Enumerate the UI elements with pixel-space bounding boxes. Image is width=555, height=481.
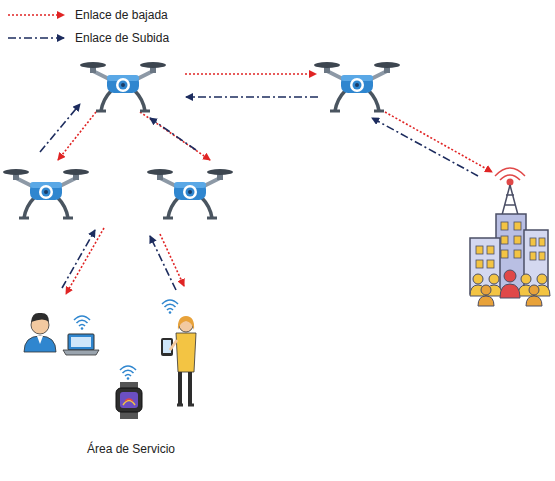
service-area-outline: [20, 252, 242, 432]
area-label: Área de Servicio: [87, 442, 175, 456]
service-area: Área de Servicio: [20, 252, 242, 458]
legend-text: Enlace de Subida: [75, 31, 169, 45]
legend-text: Enlace de bajada: [75, 8, 168, 22]
